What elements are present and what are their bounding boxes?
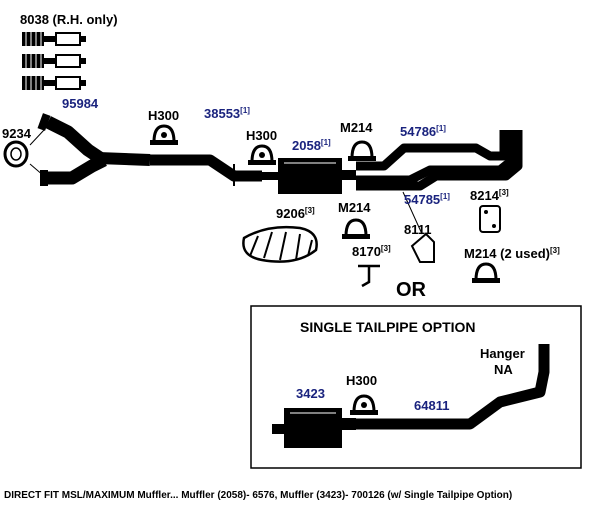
label-h300-b: H300 — [246, 128, 277, 143]
label-8111: 8111 — [404, 222, 432, 237]
converter-row-1 — [22, 32, 86, 46]
part-8214-gasket — [479, 205, 501, 233]
label-8214-note: [3] — [499, 188, 509, 197]
label-8038: 8038 (R.H. only) — [20, 12, 118, 27]
hanger-h300-a-icon — [150, 124, 178, 145]
clamp-m214-a-icon — [348, 140, 376, 161]
label-8214: 8214[3] — [470, 188, 509, 203]
part-8111-bracket — [402, 191, 435, 263]
hanger-h300-b-icon — [248, 144, 276, 165]
box-label-h300: H300 — [346, 373, 377, 388]
label-8214-number: 8214 — [470, 188, 500, 203]
label-2058: 2058[1] — [292, 138, 331, 153]
part-8038-converters — [22, 32, 86, 90]
diagram-caption: DIRECT FIT MSL/MAXIMUM Muffler... Muffle… — [4, 490, 512, 501]
part-38553-pipe — [150, 154, 262, 186]
box-label-hanger: Hanger — [480, 346, 525, 361]
part-8170-bracket — [358, 264, 380, 288]
clamp-m214-b-icon — [342, 218, 370, 239]
label-8170-number: 8170 — [352, 244, 381, 259]
label-8170-note: [3] — [381, 244, 391, 253]
label-m214-c-text: M214 (2 used) — [464, 246, 550, 261]
label-9206-number: 9206 — [276, 206, 305, 221]
single-tailpipe-option-box: SINGLE TAILPIPE OPTION 3423 H300 64811 H… — [250, 305, 582, 469]
part-54786-tailpipe — [356, 130, 509, 171]
part-2058-muffler — [262, 158, 356, 194]
label-54785-note: [1] — [440, 192, 450, 201]
label-2058-note: [1] — [321, 138, 331, 147]
label-54786: 54786[1] — [400, 124, 446, 139]
label-38553-number: 38553 — [204, 106, 240, 121]
part-64811-tailpipe — [356, 344, 550, 430]
box-label-3423: 3423 — [296, 386, 325, 401]
part-3423-muffler — [272, 408, 356, 448]
label-2058-number: 2058 — [292, 138, 321, 153]
converter-row-3 — [22, 76, 86, 90]
label-m214-c: M214 (2 used)[3] — [464, 246, 560, 261]
label-h300-a: H300 — [148, 108, 179, 123]
label-8170: 8170[3] — [352, 244, 391, 259]
label-95984: 95984 — [62, 96, 99, 111]
label-9206: 9206[3] — [276, 206, 315, 221]
part-9206-heat-shield — [242, 225, 318, 263]
label-m214-a: M214 — [340, 120, 373, 135]
label-54785: 54785[1] — [404, 192, 450, 207]
or-separator: OR — [396, 279, 427, 301]
converter-row-2 — [22, 54, 86, 68]
single-tailpipe-title: SINGLE TAILPIPE OPTION — [300, 319, 476, 335]
box-hanger-h300-icon — [350, 394, 378, 415]
part-9234-gasket — [3, 140, 29, 168]
clamp-m214-c-icon — [472, 262, 500, 283]
label-m214-b: M214 — [338, 200, 371, 215]
part-54785-tailpipe — [356, 130, 523, 191]
label-54786-note: [1] — [436, 124, 446, 133]
label-m214-c-note: [3] — [550, 246, 560, 255]
label-38553-note: [1] — [240, 106, 250, 115]
label-54785-number: 54785 — [404, 192, 440, 207]
box-label-64811: 64811 — [414, 398, 449, 413]
box-label-na: NA — [494, 362, 513, 377]
label-54786-number: 54786 — [400, 124, 436, 139]
label-38553: 38553[1] — [204, 106, 250, 121]
label-9206-note: [3] — [305, 206, 315, 215]
label-9234: 9234 — [2, 126, 32, 141]
part-95984-y-pipe — [29, 113, 151, 186]
